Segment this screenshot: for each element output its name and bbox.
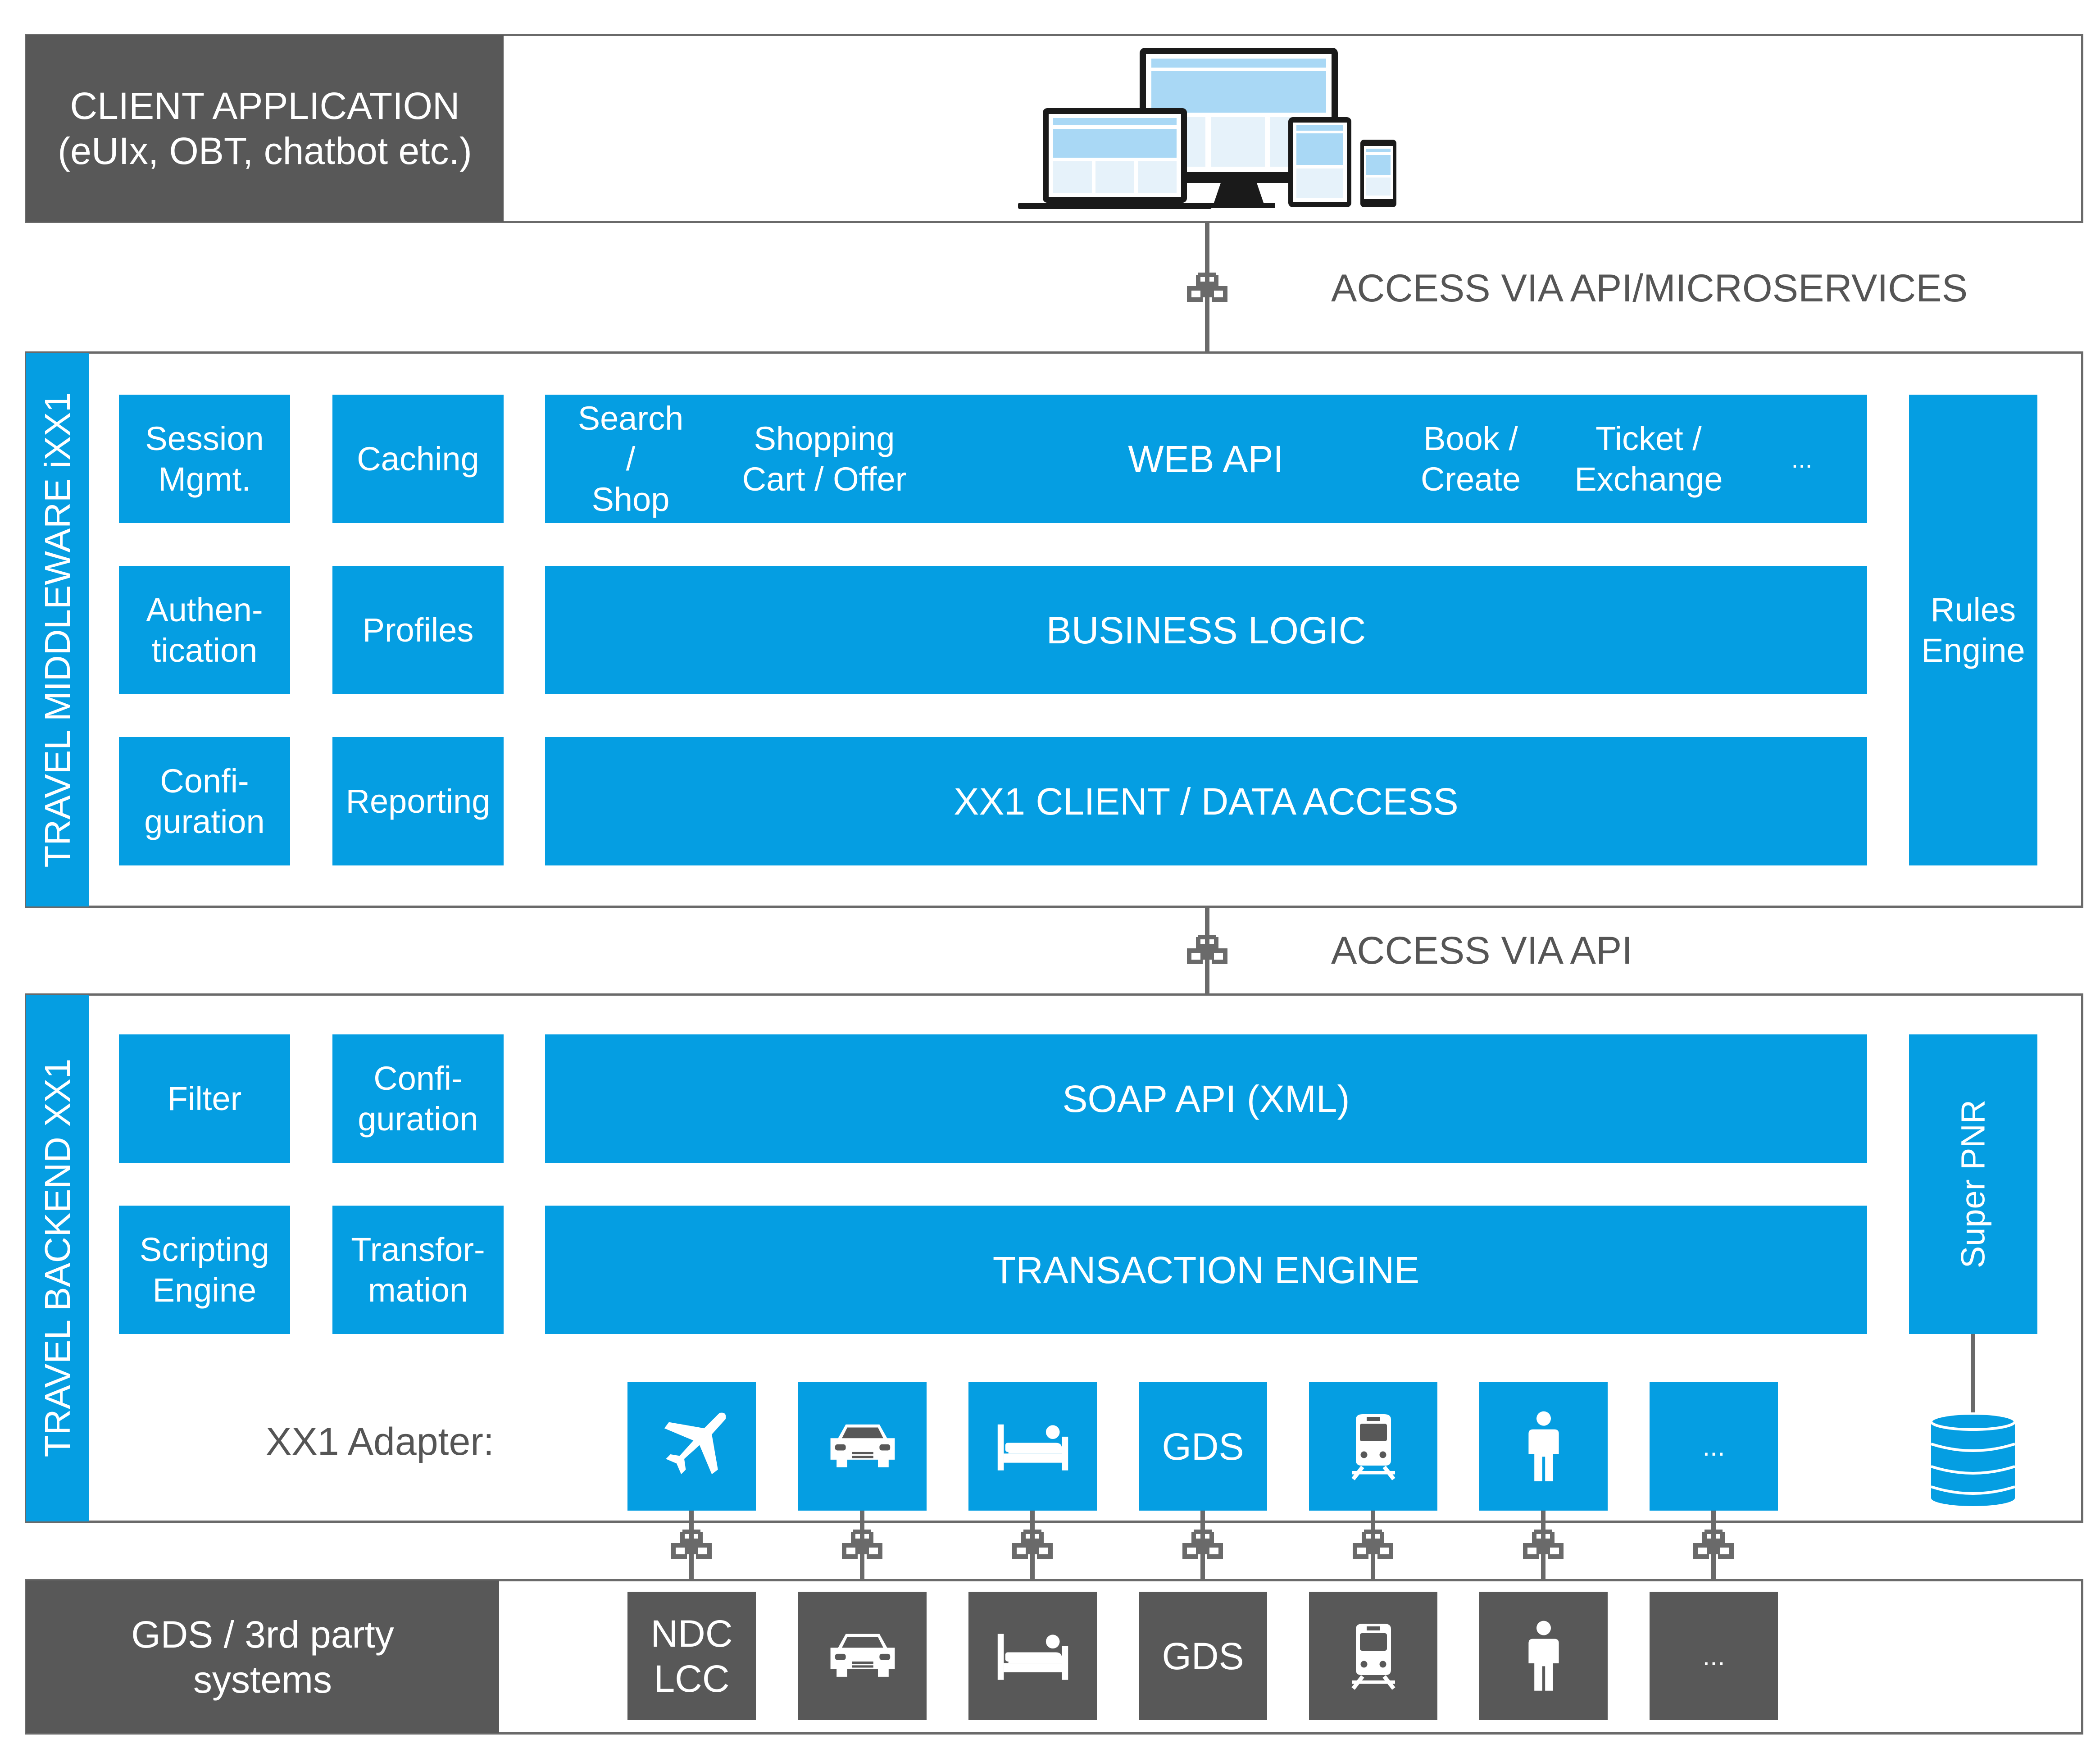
backend-sidebar <box>26 995 89 1521</box>
devices-icon <box>1018 45 1396 212</box>
api-connector-icon <box>1516 1518 1570 1572</box>
system-ndc-lcc-text: NDC LCC <box>650 1612 733 1700</box>
profiles-box: Profiles <box>332 566 504 694</box>
transformation-text: Transfor- mation <box>351 1230 485 1309</box>
connector-line-middle <box>1205 908 1209 993</box>
person-icon <box>1526 1618 1562 1694</box>
train-icon <box>1346 1413 1400 1480</box>
hotel-bed-icon <box>995 1420 1071 1474</box>
session-mgmt-box: Session Mgmt. <box>119 395 290 523</box>
person-icon <box>1526 1408 1562 1485</box>
super-pnr-line <box>1971 1334 1975 1415</box>
data-access-bar: XX1 CLIENT / DATA ACCESS <box>545 737 1867 865</box>
session-mgmt-text: Session Mgmt. <box>145 419 264 498</box>
soap-api-bar: SOAP API (XML) <box>545 1034 1867 1163</box>
transaction-engine-text: TRANSACTION ENGINE <box>992 1248 1420 1291</box>
car-icon <box>824 1420 901 1474</box>
data-access-text: XX1 CLIENT / DATA ACCESS <box>954 780 1459 823</box>
business-logic-text: BUSINESS LOGIC <box>1046 609 1366 651</box>
backend-title: TRAVEL BACKEND XX1 <box>37 1058 77 1457</box>
rules-engine-text: Rules Engine <box>1921 591 2025 669</box>
system-gds: GDS <box>1139 1592 1267 1720</box>
adapter-airplane <box>627 1382 756 1511</box>
scripting-engine-box: Scripting Engine <box>119 1206 290 1334</box>
xx1-adapter-label: XX1 Adapter: <box>266 1420 494 1463</box>
backend-configuration-text: Confi- guration <box>358 1059 478 1138</box>
database-icon <box>1930 1412 2016 1507</box>
scripting-engine-text: Scripting Engine <box>140 1230 269 1309</box>
system-gds-text: GDS <box>1162 1635 1244 1677</box>
profiles-text: Profiles <box>362 611 474 649</box>
system-person <box>1479 1592 1608 1720</box>
adapter-hotel <box>968 1382 1097 1511</box>
adapter-train <box>1309 1382 1437 1511</box>
web-api-item-ticket-exchange: Ticket / Exchange <box>1574 419 1723 498</box>
train-icon <box>1346 1622 1400 1690</box>
web-api-item-more: ... <box>1791 445 1813 473</box>
web-api-item-shopping-cart: Shopping Cart / Offer <box>742 419 907 498</box>
api-connector-icon <box>664 1518 718 1572</box>
super-pnr-box <box>1909 1034 2037 1334</box>
configuration-text: Confi- guration <box>144 762 265 840</box>
transaction-engine-bar: TRANSACTION ENGINE <box>545 1206 1867 1334</box>
car-icon <box>824 1629 901 1683</box>
system-car <box>798 1592 927 1720</box>
reporting-text: Reporting <box>345 782 491 820</box>
api-connector-icon <box>835 1518 889 1572</box>
api-connector-icon <box>1180 924 1234 978</box>
middleware-title: TRAVEL MIDDLEWARE iXX1 <box>37 392 77 868</box>
filter-box: Filter <box>119 1034 290 1163</box>
web-api-item-search-shop: Search / Shop <box>577 399 684 518</box>
system-ndc-lcc: NDC LCC <box>627 1592 756 1720</box>
access-api-label: ACCESS VIA API <box>1331 929 1633 972</box>
api-connector-icon <box>1180 261 1234 315</box>
filter-text: Filter <box>167 1079 242 1117</box>
configuration-box: Confi- guration <box>119 737 290 865</box>
adapter-gds: GDS <box>1139 1382 1267 1511</box>
business-logic-bar: BUSINESS LOGIC <box>545 566 1867 694</box>
api-connector-icon <box>1686 1518 1741 1572</box>
web-api-title: WEB API <box>1128 437 1284 480</box>
adapter-more: ... <box>1650 1382 1778 1511</box>
client-application-label: CLIENT APPLICATION (eUIx, OBT, chatbot e… <box>26 35 504 222</box>
middleware-sidebar <box>26 353 89 906</box>
system-more-text: ... <box>1702 1640 1725 1671</box>
hotel-bed-icon <box>995 1629 1071 1683</box>
reporting-box: Reporting <box>332 737 504 865</box>
adapter-car <box>798 1382 927 1511</box>
system-train <box>1309 1592 1437 1720</box>
adapter-more-text: ... <box>1702 1431 1725 1462</box>
systems-label-box: GDS / 3rd party systems <box>26 1580 499 1733</box>
airplane-icon <box>654 1408 730 1485</box>
soap-api-text: SOAP API (XML) <box>1062 1077 1350 1120</box>
adapter-gds-text: GDS <box>1162 1425 1244 1468</box>
systems-label-text: GDS / 3rd party systems <box>131 1613 394 1701</box>
web-api-item-book-create: Book / Create <box>1420 419 1521 498</box>
rules-engine-box: Rules Engine <box>1909 395 2037 865</box>
api-connector-icon <box>1005 1518 1059 1572</box>
system-hotel <box>968 1592 1097 1720</box>
api-connector-icon <box>1176 1518 1230 1572</box>
caching-box: Caching <box>332 395 504 523</box>
authentication-box: Authen- tication <box>119 566 290 694</box>
access-api-microservices-label: ACCESS VIA API/MICROSERVICES <box>1331 267 1968 310</box>
client-application-text: CLIENT APPLICATION (eUIx, OBT, chatbot e… <box>58 85 472 172</box>
api-connector-icon <box>1346 1518 1400 1572</box>
system-more: ... <box>1650 1592 1778 1720</box>
web-api-bar: Search / Shop Shopping Cart / Offer WEB … <box>545 395 1867 523</box>
super-pnr-text: Super PNR <box>1954 1099 1992 1269</box>
transformation-box: Transfor- mation <box>332 1206 504 1334</box>
authentication-text: Authen- tication <box>146 591 263 669</box>
backend-configuration-box: Confi- guration <box>332 1034 504 1163</box>
adapter-person <box>1479 1382 1608 1511</box>
caching-text: Caching <box>357 440 479 478</box>
connector-line-top <box>1205 223 1209 351</box>
